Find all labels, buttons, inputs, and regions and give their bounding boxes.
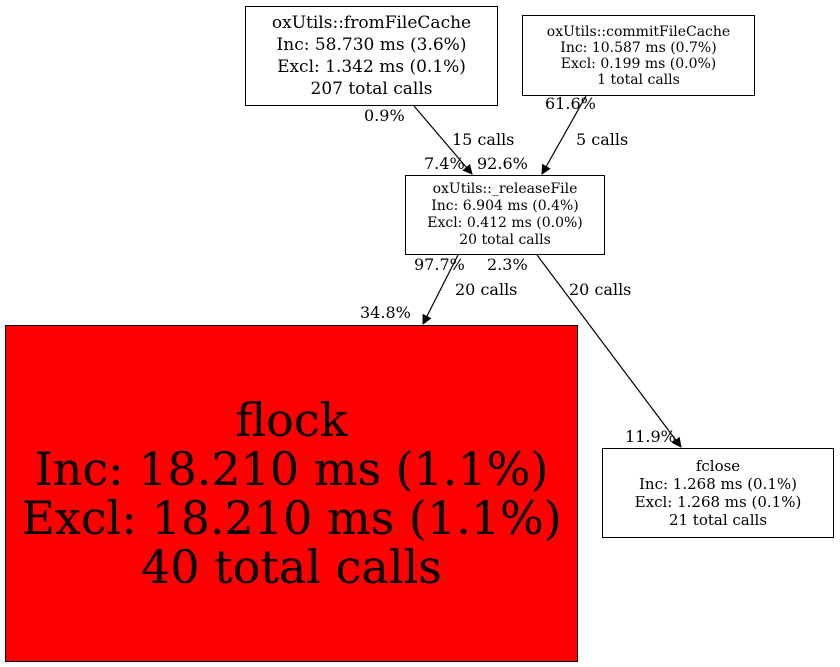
node-inclusive-time: Inc: 18.210 ms (1.1%) (34, 441, 549, 496)
node-total-calls: 21 total calls (668, 511, 768, 529)
node-total-calls: 207 total calls (310, 79, 433, 99)
edge-releasefile-to-flock[interactable] (422, 254, 459, 325)
node-total-calls: 1 total calls (597, 71, 680, 88)
edge-tail-percent: 97.7% (414, 255, 465, 274)
node-fclose[interactable]: fclose Inc: 1.268 ms (0.1%) Excl: 1.268 … (602, 448, 834, 538)
node-name: oxUtils::fromFileCache (271, 13, 472, 33)
edge-call-count: 15 calls (452, 130, 515, 149)
node-inclusive-time: Inc: 58.730 ms (3.6%) (276, 35, 467, 55)
node-name: fclose (695, 457, 741, 475)
edge-fromfilecache-to-releasefile[interactable] (413, 105, 473, 175)
edge-call-count: 20 calls (569, 280, 632, 299)
node-exclusive-time: Excl: 18.210 ms (1.1%) (21, 490, 562, 545)
node-oxutils-releasefile[interactable]: oxUtils::_releaseFile Inc: 6.904 ms (0.4… (405, 175, 605, 255)
node-exclusive-time: Excl: 1.342 ms (0.1%) (277, 57, 466, 77)
node-exclusive-time: Excl: 0.412 ms (0.0%) (427, 215, 583, 231)
node-flock[interactable]: flock Inc: 18.210 ms (1.1%) Excl: 18.210… (5, 325, 578, 662)
node-exclusive-time: Excl: 1.268 ms (0.1%) (634, 493, 802, 511)
node-name: oxUtils::_releaseFile (432, 181, 578, 197)
edge-call-count: 5 calls (576, 130, 629, 149)
node-total-calls: 20 total calls (459, 232, 551, 248)
node-exclusive-time: Excl: 0.199 ms (0.0%) (560, 55, 717, 72)
node-inclusive-time: Inc: 6.904 ms (0.4%) (431, 198, 579, 214)
edge-tail-percent: 0.9% (364, 106, 405, 125)
node-total-calls: 40 total calls (141, 539, 442, 594)
node-oxutils-fromfilecache[interactable]: oxUtils::fromFileCache Inc: 58.730 ms (3… (245, 6, 498, 106)
edge-call-count: 20 calls (455, 280, 518, 299)
node-inclusive-time: Inc: 1.268 ms (0.1%) (638, 475, 798, 493)
edge-head-percent: 7.4% (424, 154, 465, 173)
edge-commitfilecache-to-releasefile[interactable] (541, 95, 587, 175)
node-oxutils-commitfilecache[interactable]: oxUtils::commitFileCache Inc: 10.587 ms … (522, 15, 755, 96)
edge-head-percent: 11.9% (625, 427, 676, 446)
node-name: flock (235, 392, 348, 447)
edge-head-percent: 92.6% (477, 154, 528, 173)
edge-releasefile-to-fclose[interactable] (536, 254, 682, 448)
node-inclusive-time: Inc: 10.587 ms (0.7%) (560, 39, 717, 56)
edge-tail-percent: 2.3% (487, 255, 528, 274)
edge-tail-percent: 61.6% (545, 94, 596, 113)
node-name: oxUtils::commitFileCache (546, 23, 731, 40)
edge-head-percent: 34.8% (360, 303, 411, 322)
